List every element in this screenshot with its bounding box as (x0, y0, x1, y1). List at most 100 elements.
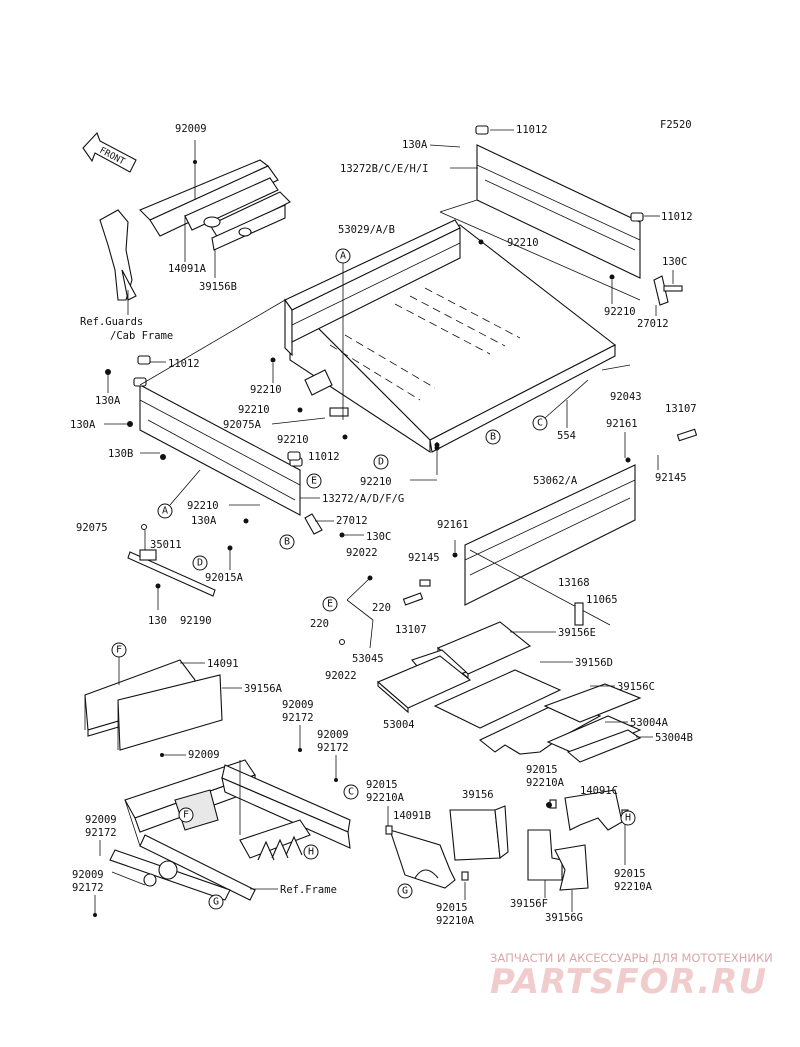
frame-assembly (93, 759, 351, 917)
label-92009-d: 92009 (85, 814, 117, 826)
label-92015-a: 92015 (366, 779, 398, 791)
rear-side-panel (439, 125, 683, 306)
label-92172-b: 92172 (317, 742, 349, 754)
label-11012-top: 11012 (516, 124, 548, 136)
label-27012-l: 27012 (336, 515, 368, 527)
tailgate (464, 428, 698, 626)
label-13168: 13168 (558, 577, 590, 589)
label-92210A-b: 92210A (436, 915, 475, 927)
callout-H-2: H (620, 810, 636, 826)
label-92210-d: 92210 (238, 404, 270, 416)
svg-text:A: A (162, 506, 168, 517)
callout-D-1: D (373, 454, 389, 470)
label-53029AB: 53029/A/B (338, 224, 395, 236)
label-130A-l1: 130A (95, 395, 121, 407)
label-92009-e: 92009 (72, 869, 104, 881)
svg-text:G: G (402, 886, 408, 897)
callout-D-2: D (192, 555, 208, 571)
watermark-top-text: ЗАПЧАСТИ И АКСЕССУАРЫ ДЛЯ МОТОТЕХНИКИ (490, 951, 773, 965)
label-130C-l: 130C (366, 531, 391, 543)
label-ref-cab-frame: /Cab Frame (110, 330, 173, 342)
callout-G-2: G (397, 883, 413, 899)
svg-text:B: B (490, 432, 496, 443)
label-130: 130 (148, 615, 167, 627)
label-130A-top: 130A (402, 139, 428, 151)
svg-text:D: D (197, 558, 203, 569)
label-92009-a: 92009 (282, 699, 314, 711)
label-53004: 53004 (383, 719, 415, 731)
label-92009-top: 92009 (175, 123, 207, 135)
label-14091B: 14091B (393, 810, 431, 822)
label-11012-mid: 11012 (308, 451, 340, 463)
callout-H-1: H (303, 844, 319, 860)
label-39156A: 39156A (244, 683, 283, 695)
callout-F-2: F (178, 807, 194, 823)
label-13107-r: 13107 (665, 403, 697, 415)
label-92161-r: 92161 (606, 418, 638, 430)
label-220-bottom: 220 (310, 618, 329, 630)
label-92210-g: 92210 (187, 500, 219, 512)
label-92172-d: 92172 (85, 827, 117, 839)
svg-text:C: C (348, 787, 354, 798)
label-92210A-c: 92210A (526, 777, 565, 789)
label-39156C: 39156C (617, 681, 655, 693)
label-130A-l3: 130A (191, 515, 217, 527)
label-92210A-a: 92210A (366, 792, 405, 804)
left-side-panel (133, 299, 323, 535)
label-13272BCEHI: 13272B/C/E/H/I (340, 163, 429, 175)
callout-C-2: C (343, 784, 359, 800)
svg-text:A: A (340, 251, 346, 262)
label-11012-left: 11012 (168, 358, 200, 370)
svg-text:F: F (183, 810, 189, 821)
label-92022-top: 92022 (346, 547, 378, 559)
cab-guard-assembly (99, 140, 291, 315)
label-130A-l2: 130A (70, 419, 96, 431)
tailgate-strap-parts (127, 524, 233, 610)
svg-text:C: C (537, 418, 543, 429)
svg-text:B: B (284, 537, 290, 548)
label-39156F: 39156F (510, 898, 548, 910)
callout-G-1: G (208, 894, 224, 910)
label-39156G: 39156G (545, 912, 583, 924)
label-35011: 35011 (150, 539, 182, 551)
label-39156: 39156 (462, 789, 494, 801)
label-27012-right: 27012 (637, 318, 669, 330)
label-92210-a: 92210 (507, 237, 539, 249)
label-14091A: 14091A (168, 263, 207, 275)
bottom-guard-parts (385, 789, 629, 891)
label-92075A: 92075A (223, 419, 262, 431)
svg-text:H: H (625, 813, 631, 824)
label-92172-e: 92172 (72, 882, 104, 894)
label-92210-c: 92210 (250, 384, 282, 396)
label-14091: 14091 (207, 658, 239, 670)
label-92015-b: 92015 (436, 902, 468, 914)
label-92009-c: 92009 (188, 749, 220, 761)
label-92015A: 92015A (205, 572, 244, 584)
label-14091C: 14091C (580, 785, 618, 797)
cargo-bed (284, 219, 617, 475)
label-130C-right: 130C (662, 256, 687, 268)
callout-B-2: B (279, 534, 295, 550)
watermark-brand-text: PARTSFOR.RU (490, 962, 767, 1002)
svg-text:F: F (116, 645, 122, 656)
label-53062A: 53062/A (533, 475, 578, 487)
front-arrow-icon: FRONT (82, 131, 137, 173)
label-130B: 130B (108, 448, 133, 460)
label-39156B: 39156B (199, 281, 237, 293)
callout-A-1: A (335, 248, 351, 264)
label-39156D: 39156D (575, 657, 613, 669)
svg-text:G: G (213, 897, 219, 908)
callout-E-1: E (306, 473, 322, 489)
label-92145-r: 92145 (655, 472, 687, 484)
label-92190: 92190 (180, 615, 212, 627)
floor-mats (376, 621, 642, 763)
label-92210-e: 92210 (277, 434, 309, 446)
left-guard-parts (84, 659, 223, 751)
label-53045: 53045 (352, 653, 384, 665)
callout-B-1: B (485, 429, 501, 445)
svg-text:H: H (308, 847, 314, 858)
svg-text:E: E (327, 599, 333, 610)
label-92210-f: 92210 (360, 476, 392, 488)
figure-code: F2520 (660, 119, 692, 131)
